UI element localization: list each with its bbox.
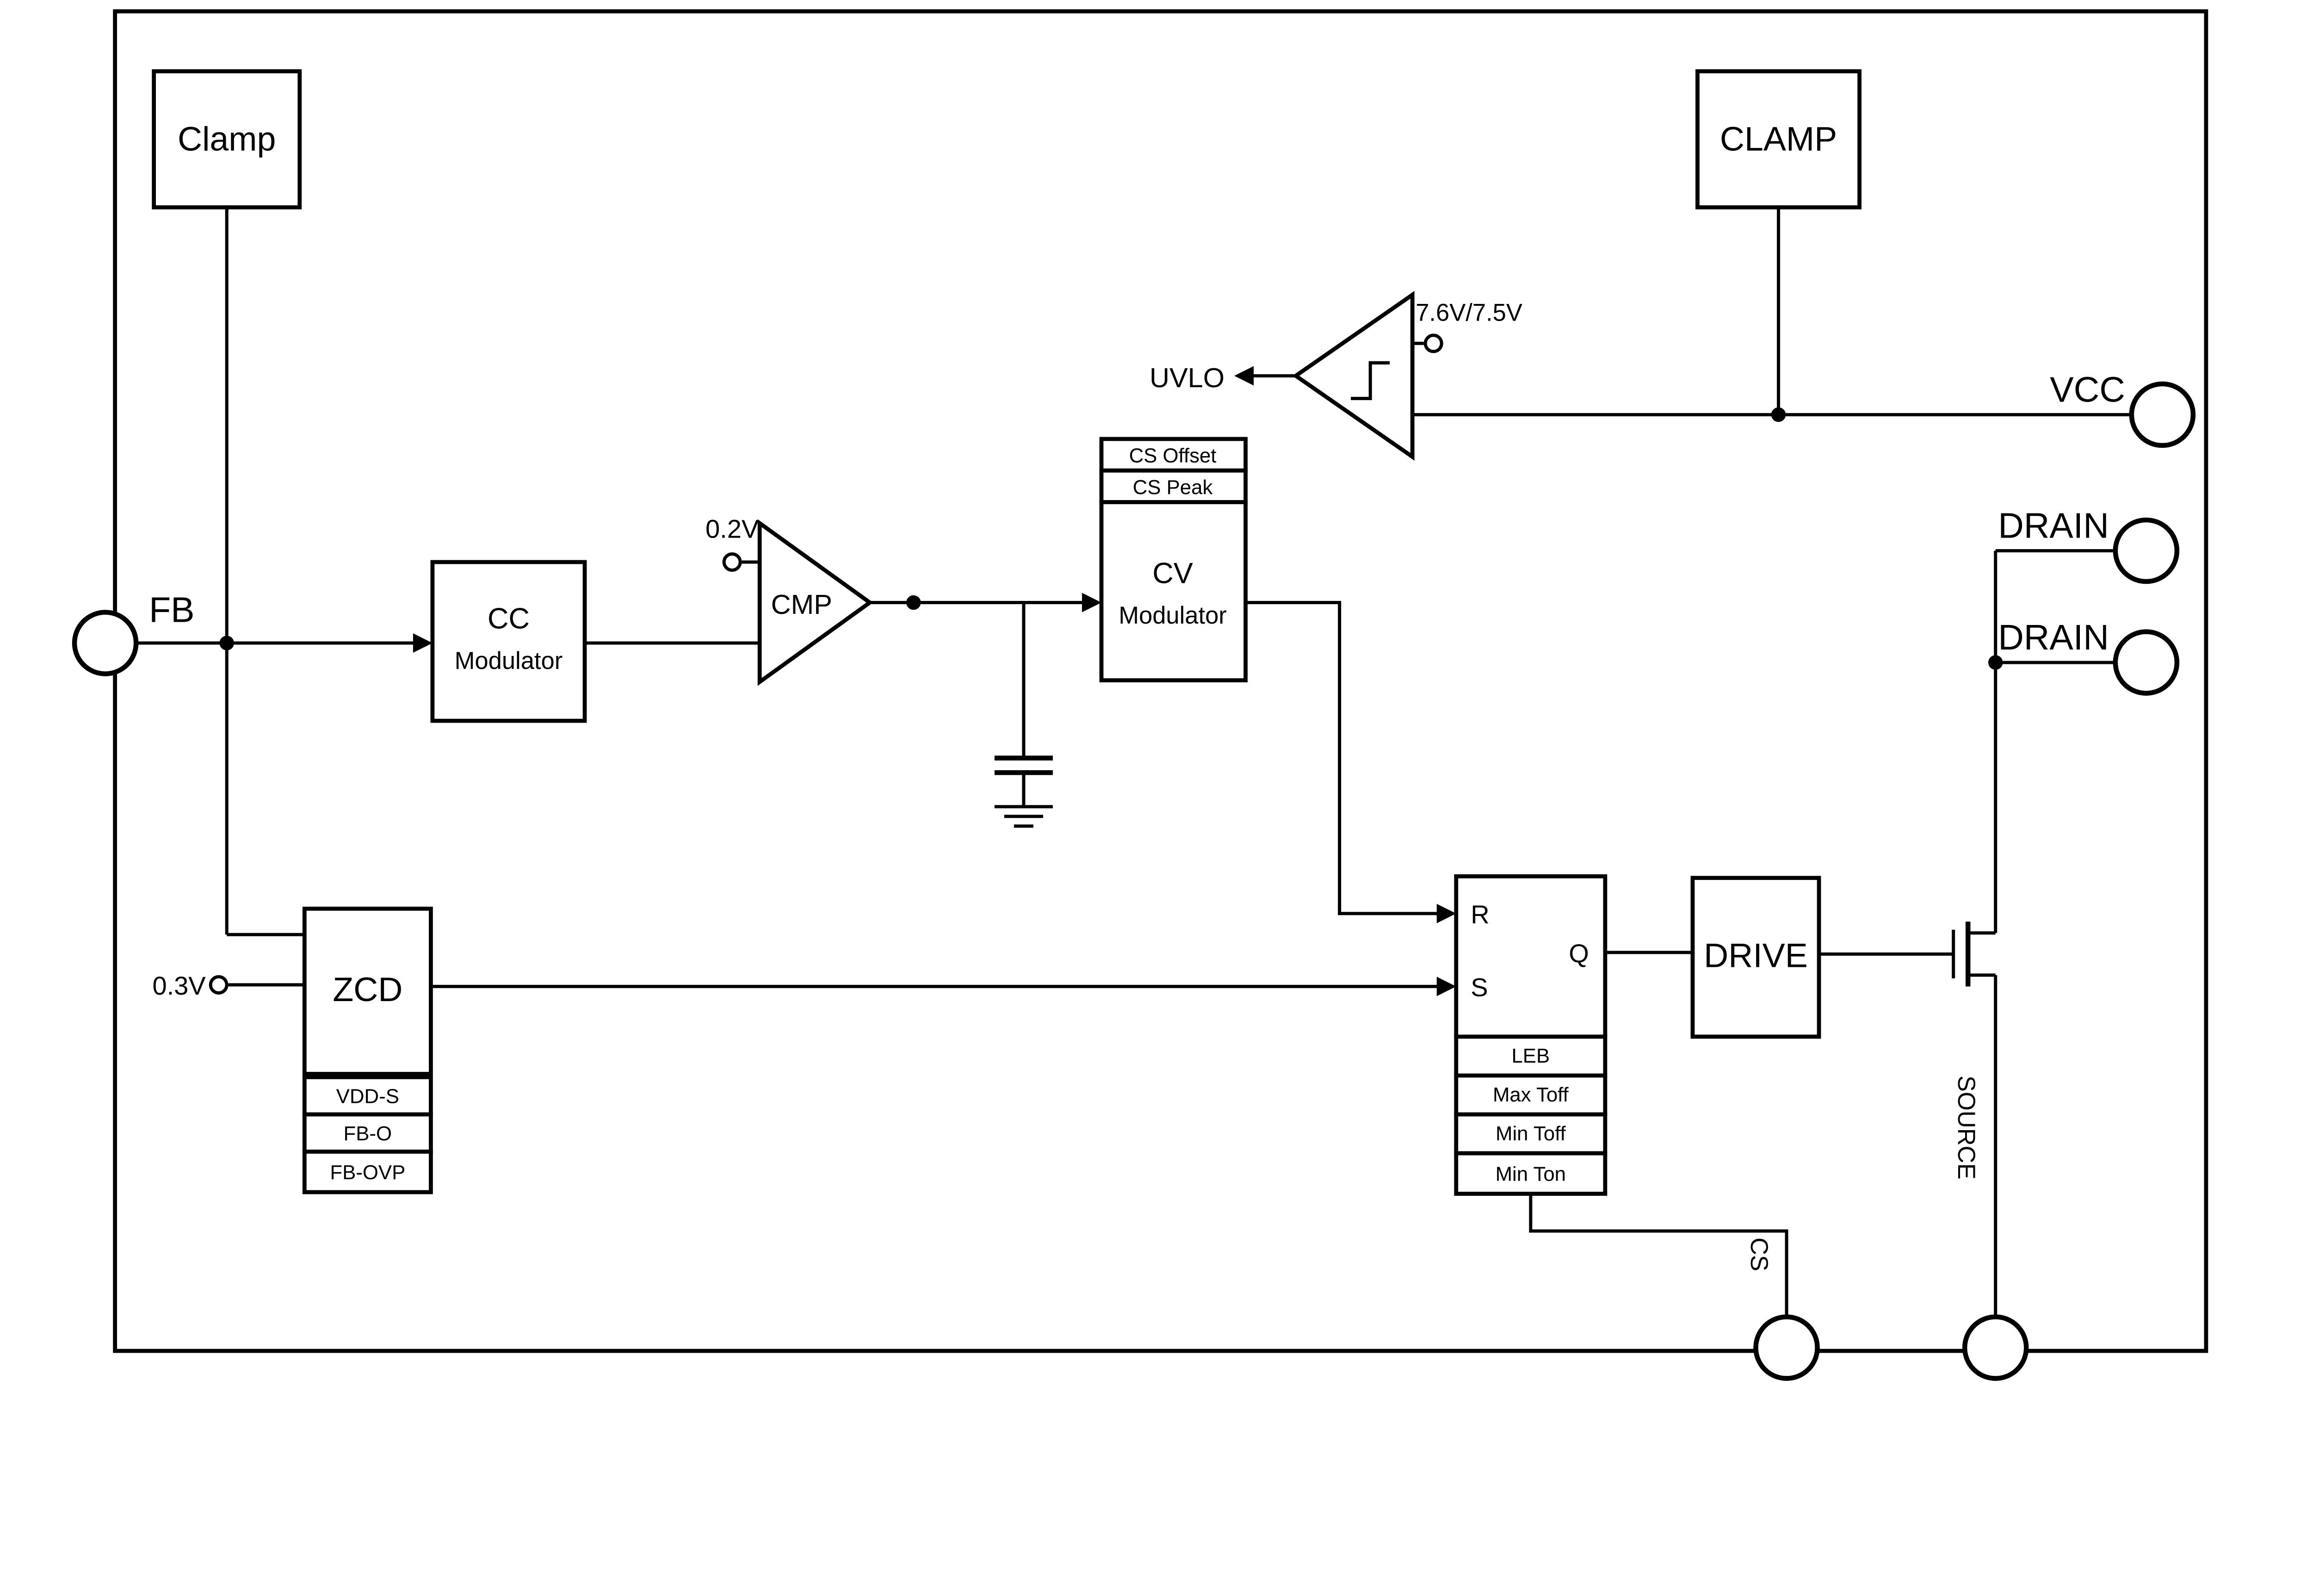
pin-drain-bottom <box>2113 629 2180 696</box>
arrow-latch-s <box>1436 977 1456 996</box>
block-clamp-left <box>152 69 302 210</box>
row-max-toff-label: Max Toff <box>1493 1083 1569 1106</box>
row-fb-o-label: FB-O <box>344 1122 392 1145</box>
block-uvlo-comparator <box>1292 291 1415 461</box>
block-clamp-left-label: Clamp <box>178 120 276 158</box>
junction-vcc-clamp <box>1771 407 1786 422</box>
block-diagram: Clamp CLAMP CC Modulator CMP 0.2V CS Off… <box>72 9 2208 1381</box>
row-vdd-s <box>302 1075 433 1117</box>
wire-cvmod-to-latch-r <box>1245 601 1439 916</box>
row-fb-ovp-label: FB-OVP <box>330 1161 405 1184</box>
row-leb-label: LEB <box>1511 1045 1550 1067</box>
arrow-into-cvmod <box>1082 593 1101 612</box>
junction-fb <box>219 636 234 650</box>
protection-ref-label: 0.3V <box>152 971 206 1000</box>
latch-s-label: S <box>1471 972 1488 1002</box>
row-cs-offset-label: CS Offset <box>1129 445 1217 467</box>
cmp-label: CMP <box>771 589 832 620</box>
protection-ref-node <box>209 975 229 995</box>
row-max-toff <box>1454 1073 1608 1117</box>
row-min-ton <box>1454 1151 1608 1196</box>
cv-modulator-line2: Modulator <box>1119 602 1227 629</box>
row-min-ton-label: Min Ton <box>1496 1163 1566 1186</box>
row-cs-offset <box>1099 437 1248 473</box>
latch-r-label: R <box>1471 900 1489 929</box>
wires <box>136 207 2132 1317</box>
block-cc-modulator <box>430 560 587 723</box>
junction-drain-bus <box>1988 655 2003 670</box>
latch-q-label: Q <box>1569 939 1589 968</box>
compensation-capacitor <box>994 755 1053 828</box>
pin-source <box>1962 1314 2029 1381</box>
uvlo-label: UVLO <box>1150 362 1225 393</box>
cc-modulator-line1: CC <box>488 603 530 635</box>
row-fb-o <box>302 1112 433 1154</box>
pin-drain-top <box>2113 517 2180 584</box>
pin-cs <box>1753 1314 1820 1381</box>
zcd-label: ZCD <box>333 970 402 1008</box>
cv-modulator-line1: CV <box>1152 557 1193 590</box>
arrowheads <box>413 366 1456 996</box>
junction-dots <box>219 407 2003 670</box>
pin-source-label: SOURCE <box>1953 1076 1980 1180</box>
pin-vcc <box>2129 381 2196 448</box>
pin-drain-top-label: DRAIN <box>1998 506 2109 545</box>
pin-vcc-label: VCC <box>2050 370 2125 409</box>
cmp-ref-label: 0.2V <box>705 514 759 543</box>
junction-cmp-out <box>906 595 921 610</box>
block-clamp-right-label: CLAMP <box>1720 120 1837 158</box>
row-cs-peak-label: CS Peak <box>1133 476 1213 499</box>
row-fb-ovp <box>302 1150 433 1194</box>
pin-drain-bottom-label: DRAIN <box>1998 618 2109 657</box>
wire-cs-sense <box>1529 1194 1788 1317</box>
row-min-toff <box>1454 1112 1608 1156</box>
pin-cs-label: CS <box>1745 1237 1773 1271</box>
block-cv-modulator <box>1099 500 1248 682</box>
block-rs-latch <box>1454 874 1608 1039</box>
cmp-ref-node <box>722 552 742 572</box>
block-cmp-comparator <box>757 519 873 686</box>
uvlo-ref-node <box>1423 334 1443 353</box>
mosfet <box>1952 922 1996 987</box>
pin-fb-label: FB <box>149 590 194 630</box>
arrow-latch-r <box>1436 903 1456 923</box>
row-vdd-s-label: VDD-S <box>336 1085 399 1107</box>
cc-modulator-line2: Modulator <box>455 647 563 674</box>
arrow-into-ccmod <box>413 633 433 653</box>
hysteresis-icon <box>1351 361 1390 400</box>
block-drive <box>1690 876 1821 1039</box>
pin-fb <box>72 610 139 676</box>
arrow-uvlo-out <box>1234 366 1254 386</box>
block-clamp-right <box>1695 69 1862 210</box>
block-zcd <box>302 906 433 1076</box>
row-cs-peak <box>1099 468 1248 504</box>
drive-label: DRIVE <box>1704 936 1808 974</box>
uvlo-threshold-label: 7.6V/7.5V <box>1416 299 1522 326</box>
row-min-toff-label: Min Toff <box>1496 1122 1566 1145</box>
